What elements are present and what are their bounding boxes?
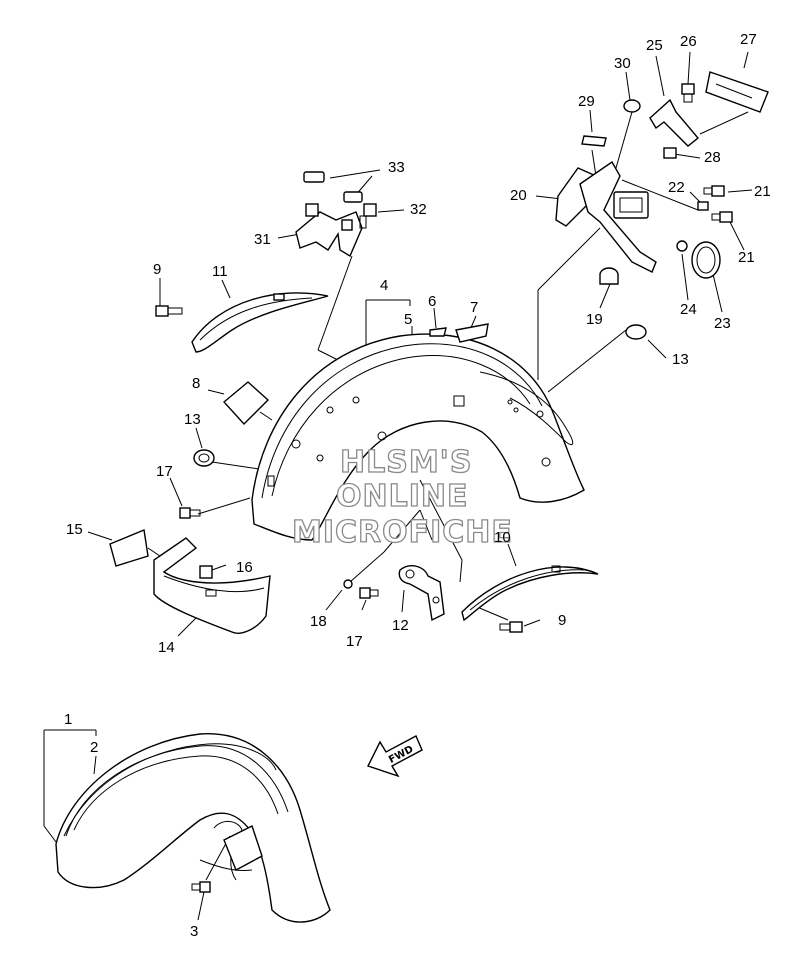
callout-23: 23 <box>714 315 731 332</box>
callout-4: 4 <box>380 277 388 294</box>
part-17-bolt-center <box>359 587 379 599</box>
part-20-bracket <box>555 160 657 273</box>
callout-26: 26 <box>680 33 697 50</box>
callout-27: 27 <box>740 31 757 48</box>
part-18-washer <box>343 579 353 589</box>
watermark-line-1: HLSM'S <box>340 445 472 480</box>
part-12-bracket <box>398 565 445 622</box>
part-32-nut <box>359 203 377 229</box>
callout-17-center: 17 <box>346 633 363 650</box>
part-29-pin <box>581 135 607 147</box>
callout-22: 22 <box>668 179 685 196</box>
part-9-bolt-right <box>499 621 523 633</box>
callout-13-right: 13 <box>672 351 689 368</box>
rear-fender <box>251 333 585 541</box>
part-24-washer <box>676 240 688 252</box>
part-13-grommet-left <box>193 449 215 467</box>
callout-13-left: 13 <box>184 411 201 428</box>
watermark-line-3: MICROFICHE <box>292 515 513 550</box>
callout-25: 25 <box>646 37 663 54</box>
part-21-bolt-lower <box>711 211 733 223</box>
callout-1: 1 <box>64 711 72 728</box>
part-14-bracket <box>153 537 271 634</box>
callout-24: 24 <box>680 301 697 318</box>
callout-9-right: 9 <box>558 612 566 629</box>
callout-18: 18 <box>310 613 327 630</box>
callout-21-upper: 21 <box>754 183 771 200</box>
part-21-bolt-upper <box>703 185 725 197</box>
part-23-reflector <box>691 241 721 279</box>
part-6-washer <box>429 327 447 337</box>
watermark: HLSM'S ONLINE MICROFICHE <box>291 444 513 550</box>
callout-16: 16 <box>236 559 253 576</box>
callout-6: 6 <box>428 293 436 310</box>
part-26-bolt <box>681 83 695 103</box>
part-9-bolt-upper <box>155 305 183 317</box>
part-33-pad-b <box>343 191 363 203</box>
fwd-direction-arrow: FWD <box>367 735 423 778</box>
callout-19: 19 <box>586 311 603 328</box>
part-16-clip <box>199 565 213 579</box>
callout-10: 10 <box>494 529 511 546</box>
callout-9-upper: 9 <box>153 261 161 278</box>
callout-11: 11 <box>212 263 228 280</box>
part-7-plate <box>455 323 489 343</box>
callout-labels: 1 2 3 4 5 6 7 8 9 9 10 11 12 13 13 14 15… <box>64 31 771 940</box>
callout-17-left: 17 <box>156 463 173 480</box>
part-28-nut <box>663 147 677 159</box>
callout-21-lower: 21 <box>738 249 755 266</box>
part-27-plate <box>705 71 769 113</box>
callout-20: 20 <box>510 187 527 204</box>
part-13-grommet-right <box>625 324 647 340</box>
part-33-pad-a <box>303 171 325 183</box>
watermark-line-2: ONLINE <box>336 479 469 514</box>
callout-33: 33 <box>388 159 405 176</box>
part-11-rail <box>191 292 329 353</box>
callout-29: 29 <box>578 93 595 110</box>
part-10-rail <box>461 565 599 622</box>
front-fender <box>55 733 331 923</box>
callout-14: 14 <box>158 639 175 656</box>
part-25-stay <box>649 98 699 147</box>
callout-30: 30 <box>614 55 631 72</box>
part-22-bolt <box>697 201 709 211</box>
part-30-cap <box>623 99 641 113</box>
part-8-plate <box>222 381 270 426</box>
callout-12: 12 <box>392 617 409 634</box>
callout-8: 8 <box>192 375 200 392</box>
callout-5: 5 <box>404 311 412 328</box>
callout-32: 32 <box>410 201 427 218</box>
part-17-bolt-left <box>179 507 201 519</box>
part-19-clamp <box>599 267 619 285</box>
callout-3: 3 <box>190 923 198 940</box>
callout-28: 28 <box>704 149 721 166</box>
part-15-plate <box>109 529 149 567</box>
callout-15: 15 <box>66 521 83 538</box>
callout-7: 7 <box>470 299 478 316</box>
callout-2: 2 <box>90 739 98 756</box>
callout-31: 31 <box>254 231 271 248</box>
part-3-bolt <box>191 881 211 893</box>
part-31-bracket <box>295 203 363 258</box>
